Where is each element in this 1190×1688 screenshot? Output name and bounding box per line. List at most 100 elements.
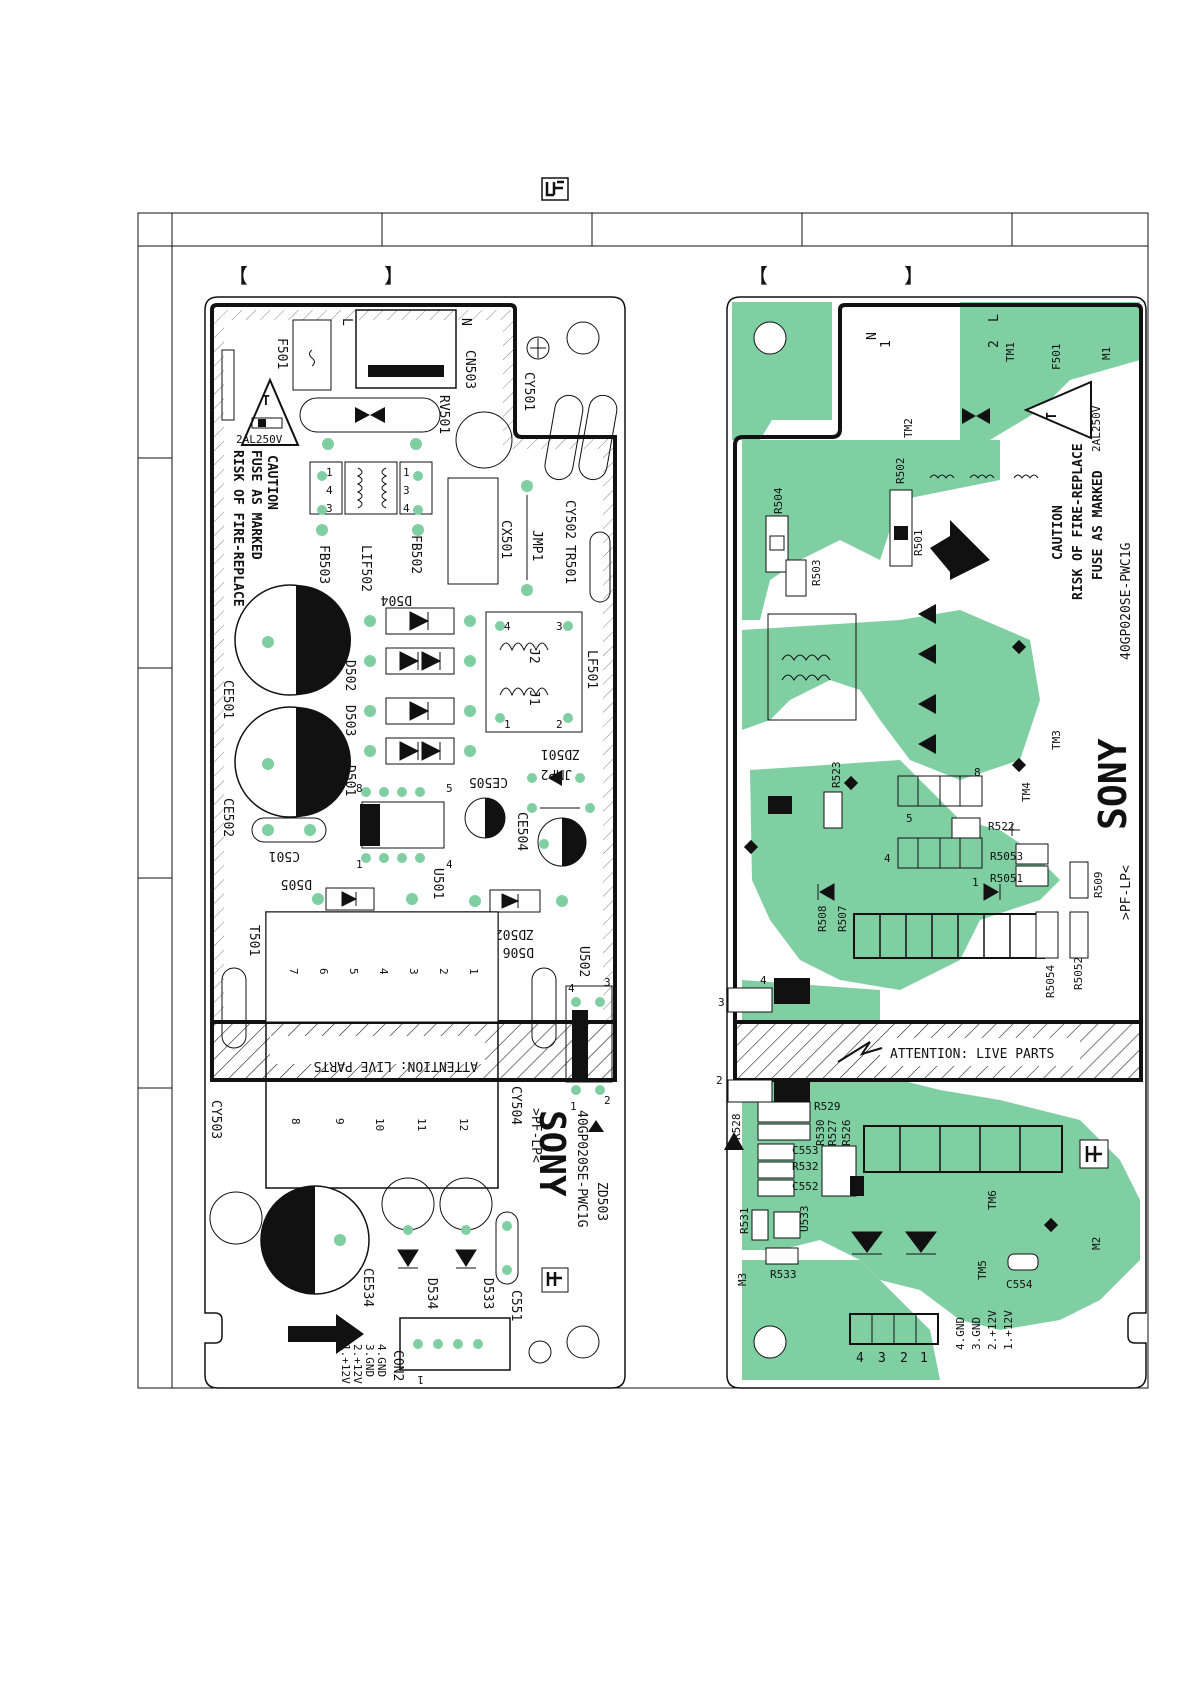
label-ce505: CE505 bbox=[469, 774, 508, 789]
attention-label: ATTENTION: LIVE PARTS bbox=[314, 1058, 478, 1073]
label-m1: M1 bbox=[1100, 347, 1113, 360]
label-r5052: R5052 bbox=[1072, 957, 1085, 990]
svg-text:1: 1 bbox=[467, 968, 480, 975]
svg-text:L: L bbox=[987, 314, 1002, 322]
label-tm1: TM1 bbox=[1004, 342, 1017, 362]
label-d504: D504 bbox=[381, 592, 412, 607]
label-r522: R522 bbox=[988, 820, 1015, 833]
label-cn503: CN503 bbox=[462, 350, 477, 389]
svg-text:1: 1 bbox=[920, 1351, 928, 1366]
svg-text:3: 3 bbox=[403, 484, 410, 497]
label-cy502: CY502 bbox=[562, 500, 577, 539]
title-brackets: 【】 【】 bbox=[228, 264, 924, 288]
label-line2: RISK OF FIRE-REPLACE bbox=[230, 450, 245, 607]
label-tr501: TR501 bbox=[562, 545, 577, 584]
svg-text:1: 1 bbox=[504, 718, 511, 731]
label-rv501: RV501 bbox=[436, 395, 451, 434]
label-pf: >PF-LP< bbox=[528, 1108, 543, 1163]
label-lf501: LF501 bbox=[584, 650, 599, 689]
svg-text:12: 12 bbox=[457, 1118, 470, 1131]
label-tm3: TM3 bbox=[1050, 730, 1063, 750]
svg-text:8: 8 bbox=[356, 782, 363, 795]
label-d501: D501 bbox=[342, 765, 357, 796]
label-rating: 2AL250V bbox=[1090, 405, 1103, 452]
svg-text:1: 1 bbox=[879, 340, 894, 348]
label-d502: D502 bbox=[342, 660, 357, 691]
label-r503: R503 bbox=[810, 560, 823, 587]
label-f501: F501 bbox=[274, 338, 289, 369]
label-u501: U501 bbox=[430, 868, 445, 899]
label-r502: R502 bbox=[894, 458, 907, 485]
svg-text:1: 1 bbox=[570, 1100, 577, 1113]
svg-text:2: 2 bbox=[556, 718, 563, 731]
label-jmp2: JMP2 bbox=[541, 766, 572, 781]
svg-text:2: 2 bbox=[716, 1074, 723, 1087]
svg-text:【: 【 bbox=[748, 264, 768, 288]
label-r5051: R5051 bbox=[990, 872, 1023, 885]
label-0: 1.+12V bbox=[339, 1344, 352, 1384]
svg-text:7: 7 bbox=[287, 968, 300, 975]
label-rating: 2AL250V bbox=[236, 433, 283, 446]
label-c501: C501 bbox=[269, 848, 300, 863]
label-3: 4.GND bbox=[375, 1344, 388, 1377]
label-con2: CON2 bbox=[390, 1350, 405, 1381]
label-r509: R509 bbox=[1092, 872, 1105, 899]
svg-text:1: 1 bbox=[403, 466, 410, 479]
label-d533: D533 bbox=[480, 1278, 495, 1309]
svg-text:4: 4 bbox=[326, 484, 333, 497]
svg-text:4: 4 bbox=[504, 620, 511, 633]
svg-text:4: 4 bbox=[403, 502, 410, 515]
label-r504: R504 bbox=[772, 487, 785, 514]
label-0: 1.+12V bbox=[1002, 1310, 1015, 1350]
svg-text:2: 2 bbox=[604, 1094, 611, 1107]
label-2: 3.GND bbox=[363, 1344, 376, 1377]
svg-text:1: 1 bbox=[356, 858, 363, 871]
svg-text:4: 4 bbox=[884, 852, 891, 865]
label-r529: R529 bbox=[814, 1100, 841, 1113]
svg-text:3: 3 bbox=[407, 968, 420, 975]
label-3: 4.GND bbox=[954, 1317, 967, 1350]
label-fuse-letter: T bbox=[1045, 412, 1060, 420]
label-r5053: R5053 bbox=[990, 850, 1023, 863]
svg-text:1: 1 bbox=[417, 1373, 424, 1386]
label-j1: J1 bbox=[526, 690, 541, 706]
label-zd501: ZD501 bbox=[541, 746, 580, 761]
label-j2: J2 bbox=[526, 648, 541, 664]
label-cx501: CX501 bbox=[498, 520, 513, 559]
label-line2: RISK OF FIRE-REPLACE bbox=[1071, 443, 1086, 600]
label-d506: D506 bbox=[503, 944, 534, 959]
svg-text:4: 4 bbox=[377, 968, 390, 975]
label-line1: FUSE AS MARKED bbox=[1091, 470, 1106, 580]
drawing-frame bbox=[137, 212, 1149, 1389]
label-m2: M2 bbox=[1090, 1237, 1103, 1250]
svg-text:4: 4 bbox=[568, 982, 575, 995]
label-jmp1: JMP1 bbox=[529, 530, 544, 561]
svg-text:4: 4 bbox=[760, 974, 767, 987]
label-r523: R523 bbox=[830, 762, 843, 789]
label-r526: R526 bbox=[840, 1120, 853, 1147]
label-d505: D505 bbox=[281, 876, 312, 891]
label-u533: U533 bbox=[798, 1206, 811, 1233]
resistor-r5053: R5053 bbox=[990, 843, 1049, 865]
label-r5054: R5054 bbox=[1044, 965, 1057, 998]
svg-text:10: 10 bbox=[373, 1118, 386, 1131]
attention-label: ATTENTION: LIVE PARTS bbox=[890, 1047, 1054, 1062]
left-board: ATTENTION: LIVE PARTS F501 N L CN503 CY5… bbox=[204, 296, 626, 1389]
svg-text:2: 2 bbox=[900, 1351, 908, 1366]
svg-text:1: 1 bbox=[326, 466, 333, 479]
svg-text:5: 5 bbox=[347, 968, 360, 975]
label-ce504: CE504 bbox=[514, 812, 529, 851]
label-r508: R508 bbox=[816, 906, 829, 933]
label-tm5: TM5 bbox=[976, 1260, 989, 1280]
svg-text:5: 5 bbox=[906, 812, 913, 825]
brand-logo-right: SONY bbox=[1091, 738, 1135, 830]
svg-text:5: 5 bbox=[446, 782, 453, 795]
label-tm4: TM4 bbox=[1020, 782, 1033, 802]
lf-logo-icon bbox=[541, 177, 569, 201]
label-c554: C554 bbox=[1006, 1278, 1033, 1291]
label-u502: U502 bbox=[576, 946, 591, 977]
label-zd502: ZD502 bbox=[495, 926, 534, 941]
brand-logo-left: SONY bbox=[531, 1110, 572, 1197]
